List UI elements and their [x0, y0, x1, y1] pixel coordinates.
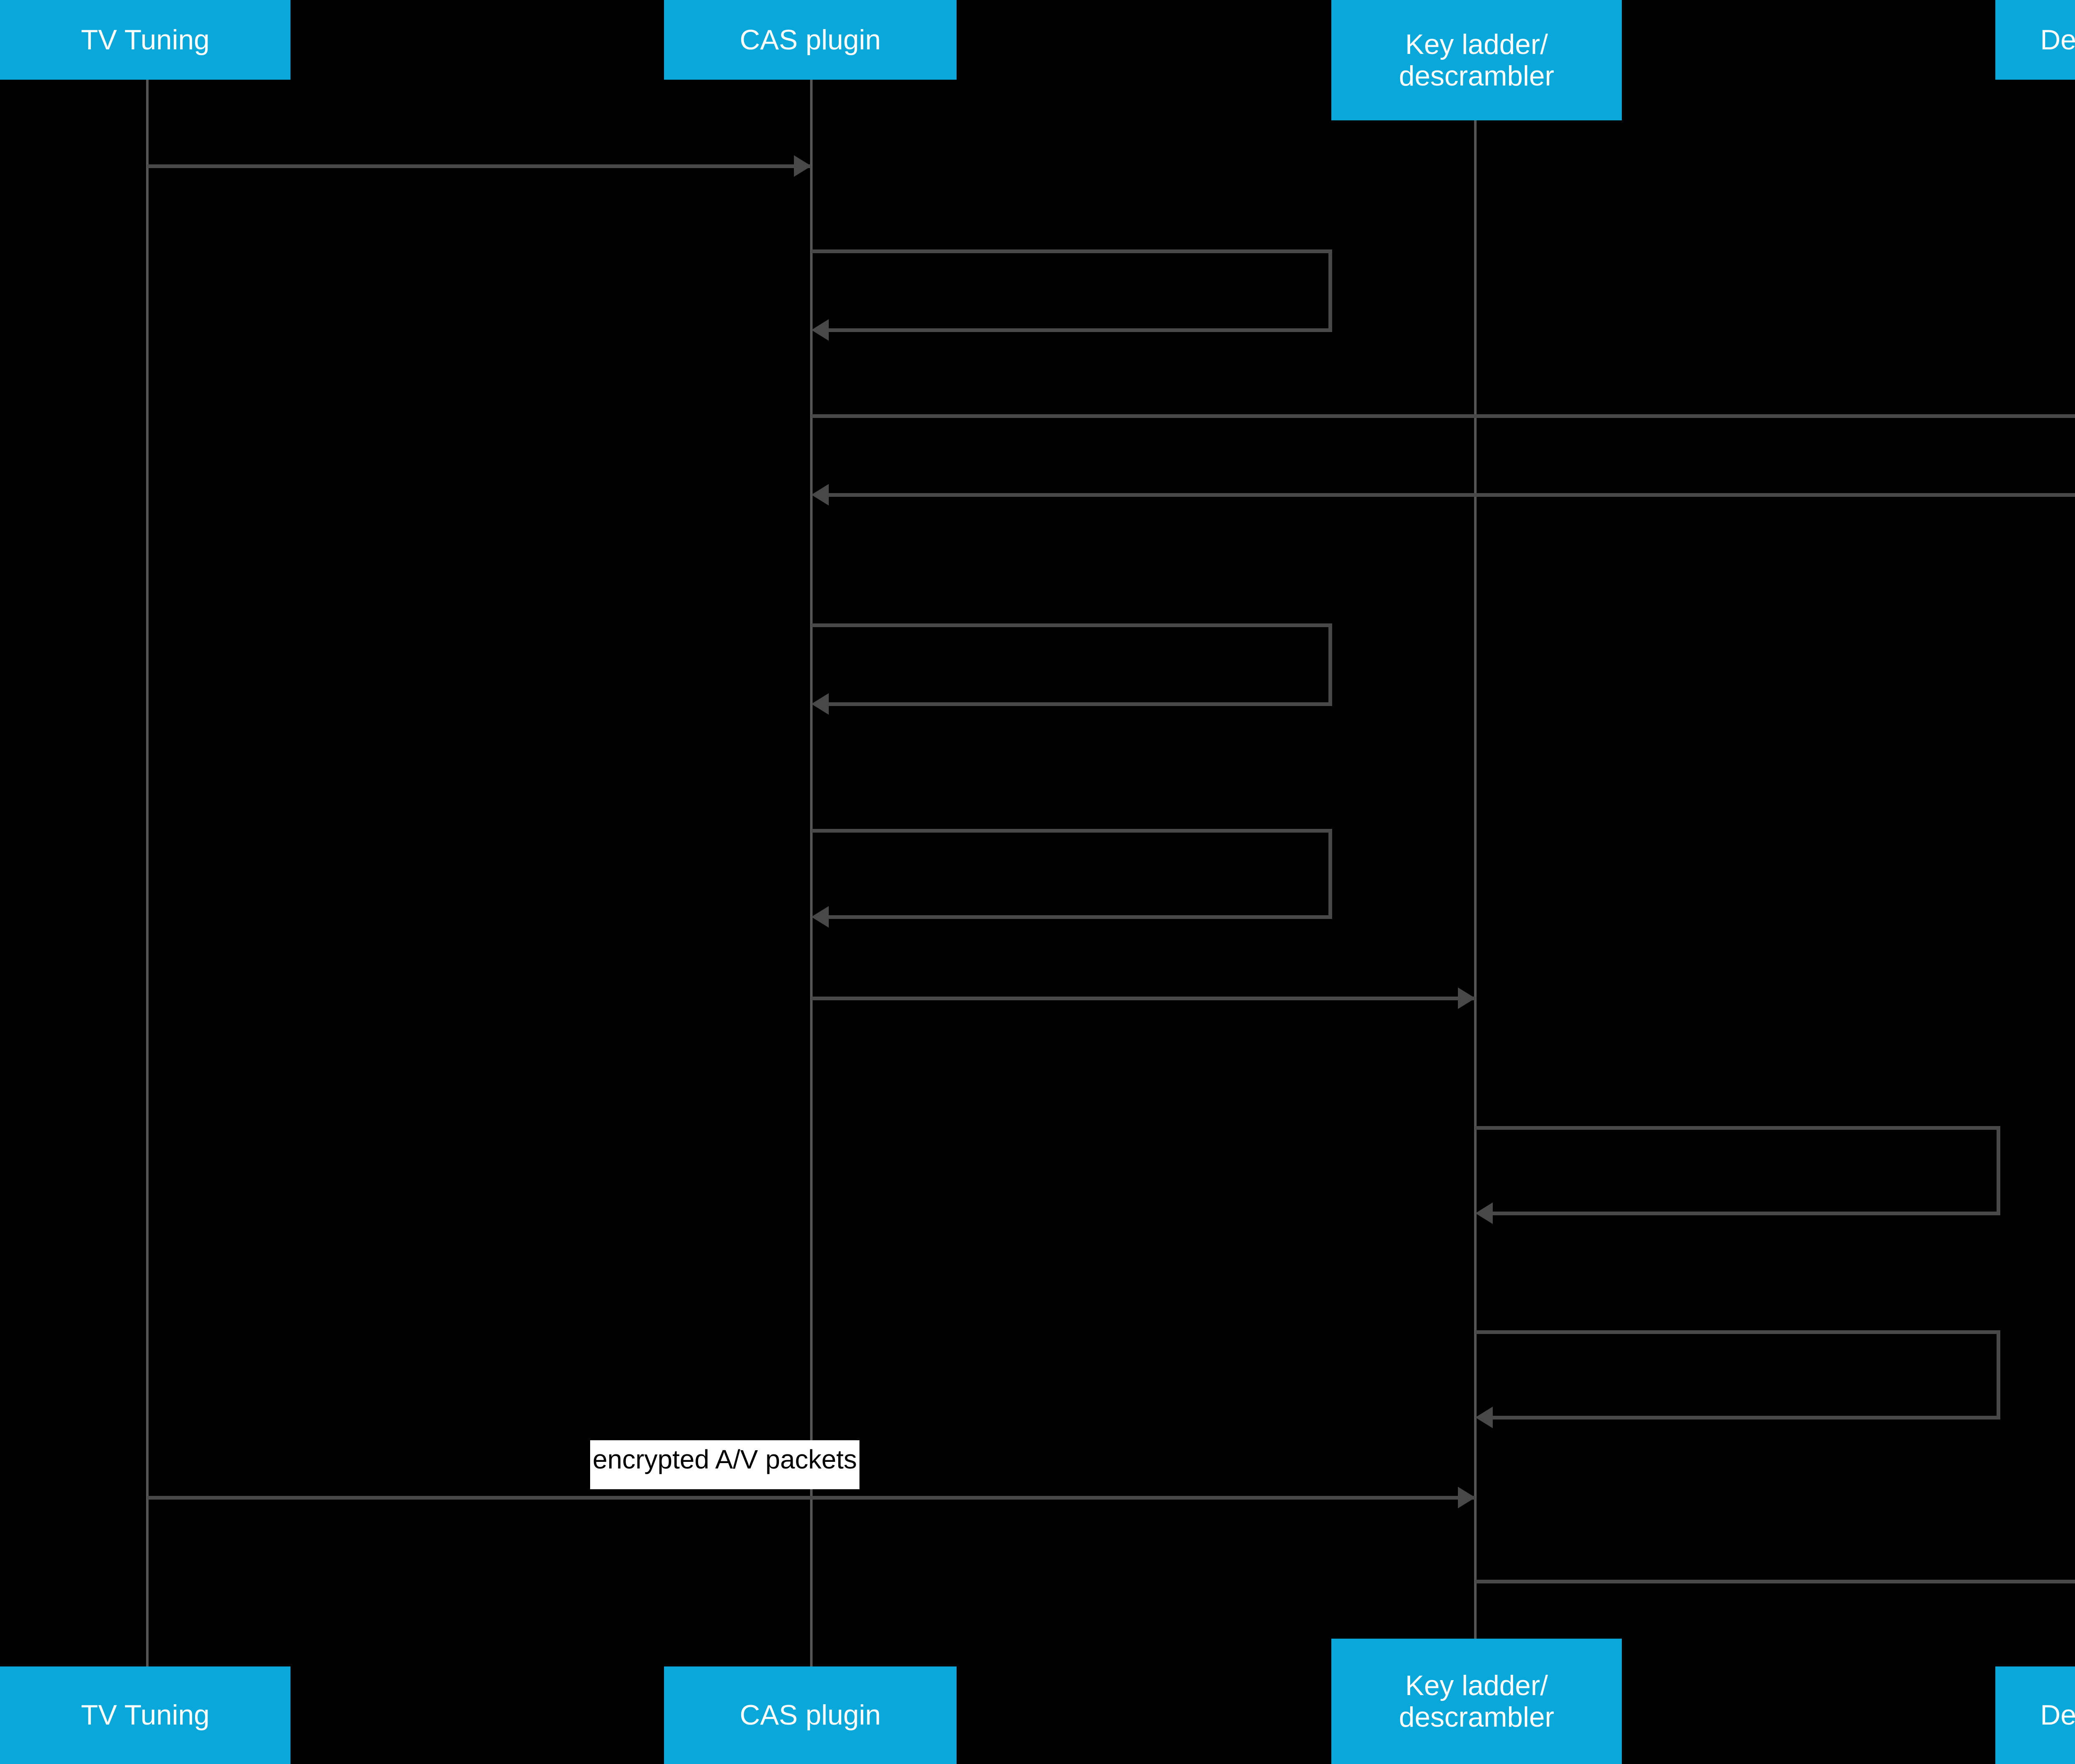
participant-footer-tv-tuning[interactable]: TV Tuning [0, 1666, 290, 1764]
message-selfloop-8-top [1475, 1126, 2000, 1130]
message-selfloop-5-top [811, 623, 1332, 627]
lifeline-key-ladder [1474, 80, 1477, 1640]
participant-footer-decode-display[interactable]: Decode, display [1995, 1666, 2075, 1764]
message-selfloop-5-side [1328, 623, 1332, 706]
message-selfloop-9-top [1475, 1330, 2000, 1334]
message-arrow-7-line [811, 997, 1475, 1000]
message-selfloop-8-bottom [1491, 1212, 2000, 1215]
message-selfloop-2-side [1328, 249, 1332, 332]
message-selfloop-6-top [811, 829, 1332, 833]
lifeline-cas-plugin [810, 38, 813, 1682]
message-selfloop-8-side [1997, 1126, 2000, 1215]
message-selfloop-5-bottom [827, 702, 1332, 706]
message-selfloop-2-bottom [827, 328, 1332, 332]
lifeline-tv-tuning [146, 38, 149, 1682]
message-arrow-7-head [1458, 987, 1475, 1009]
message-arrow-4-line [827, 493, 2075, 497]
participant-header-key-ladder[interactable]: Key ladder/ descrambler [1331, 0, 1622, 120]
message-selfloop-9-head [1475, 1407, 1493, 1428]
message-selfloop-5-head [811, 693, 829, 715]
message-selfloop-2-top [811, 249, 1332, 253]
message-selfloop-6-side [1328, 829, 1332, 919]
participant-footer-key-ladder[interactable]: Key ladder/ descrambler [1331, 1639, 1622, 1764]
message-arrow-10-head [1458, 1487, 1475, 1508]
message-arrow-1-head [794, 155, 811, 177]
message-selfloop-6-head [811, 906, 829, 928]
participant-header-cas-plugin[interactable]: CAS plugin [664, 0, 957, 80]
participant-footer-cas-plugin[interactable]: CAS plugin [664, 1666, 957, 1764]
message-selfloop-2-head [811, 319, 829, 341]
message-arrow-10-line [147, 1496, 1475, 1500]
message-selfloop-6-bottom [827, 915, 1332, 919]
participant-header-decode-display[interactable]: Decode, display [1995, 0, 2075, 80]
message-selfloop-8-head [1475, 1202, 1493, 1224]
message-selfloop-9-bottom [1491, 1416, 2000, 1420]
message-arrow-11-line [1475, 1580, 2075, 1583]
message-label-encrypted-av-packets: encrypted A/V packets [590, 1440, 859, 1489]
message-selfloop-9-side [1997, 1330, 2000, 1419]
message-arrow-4-head [811, 484, 829, 506]
message-arrow-3-line [811, 414, 2075, 418]
participant-header-tv-tuning[interactable]: TV Tuning [0, 0, 290, 80]
message-arrow-1-line [147, 164, 810, 168]
